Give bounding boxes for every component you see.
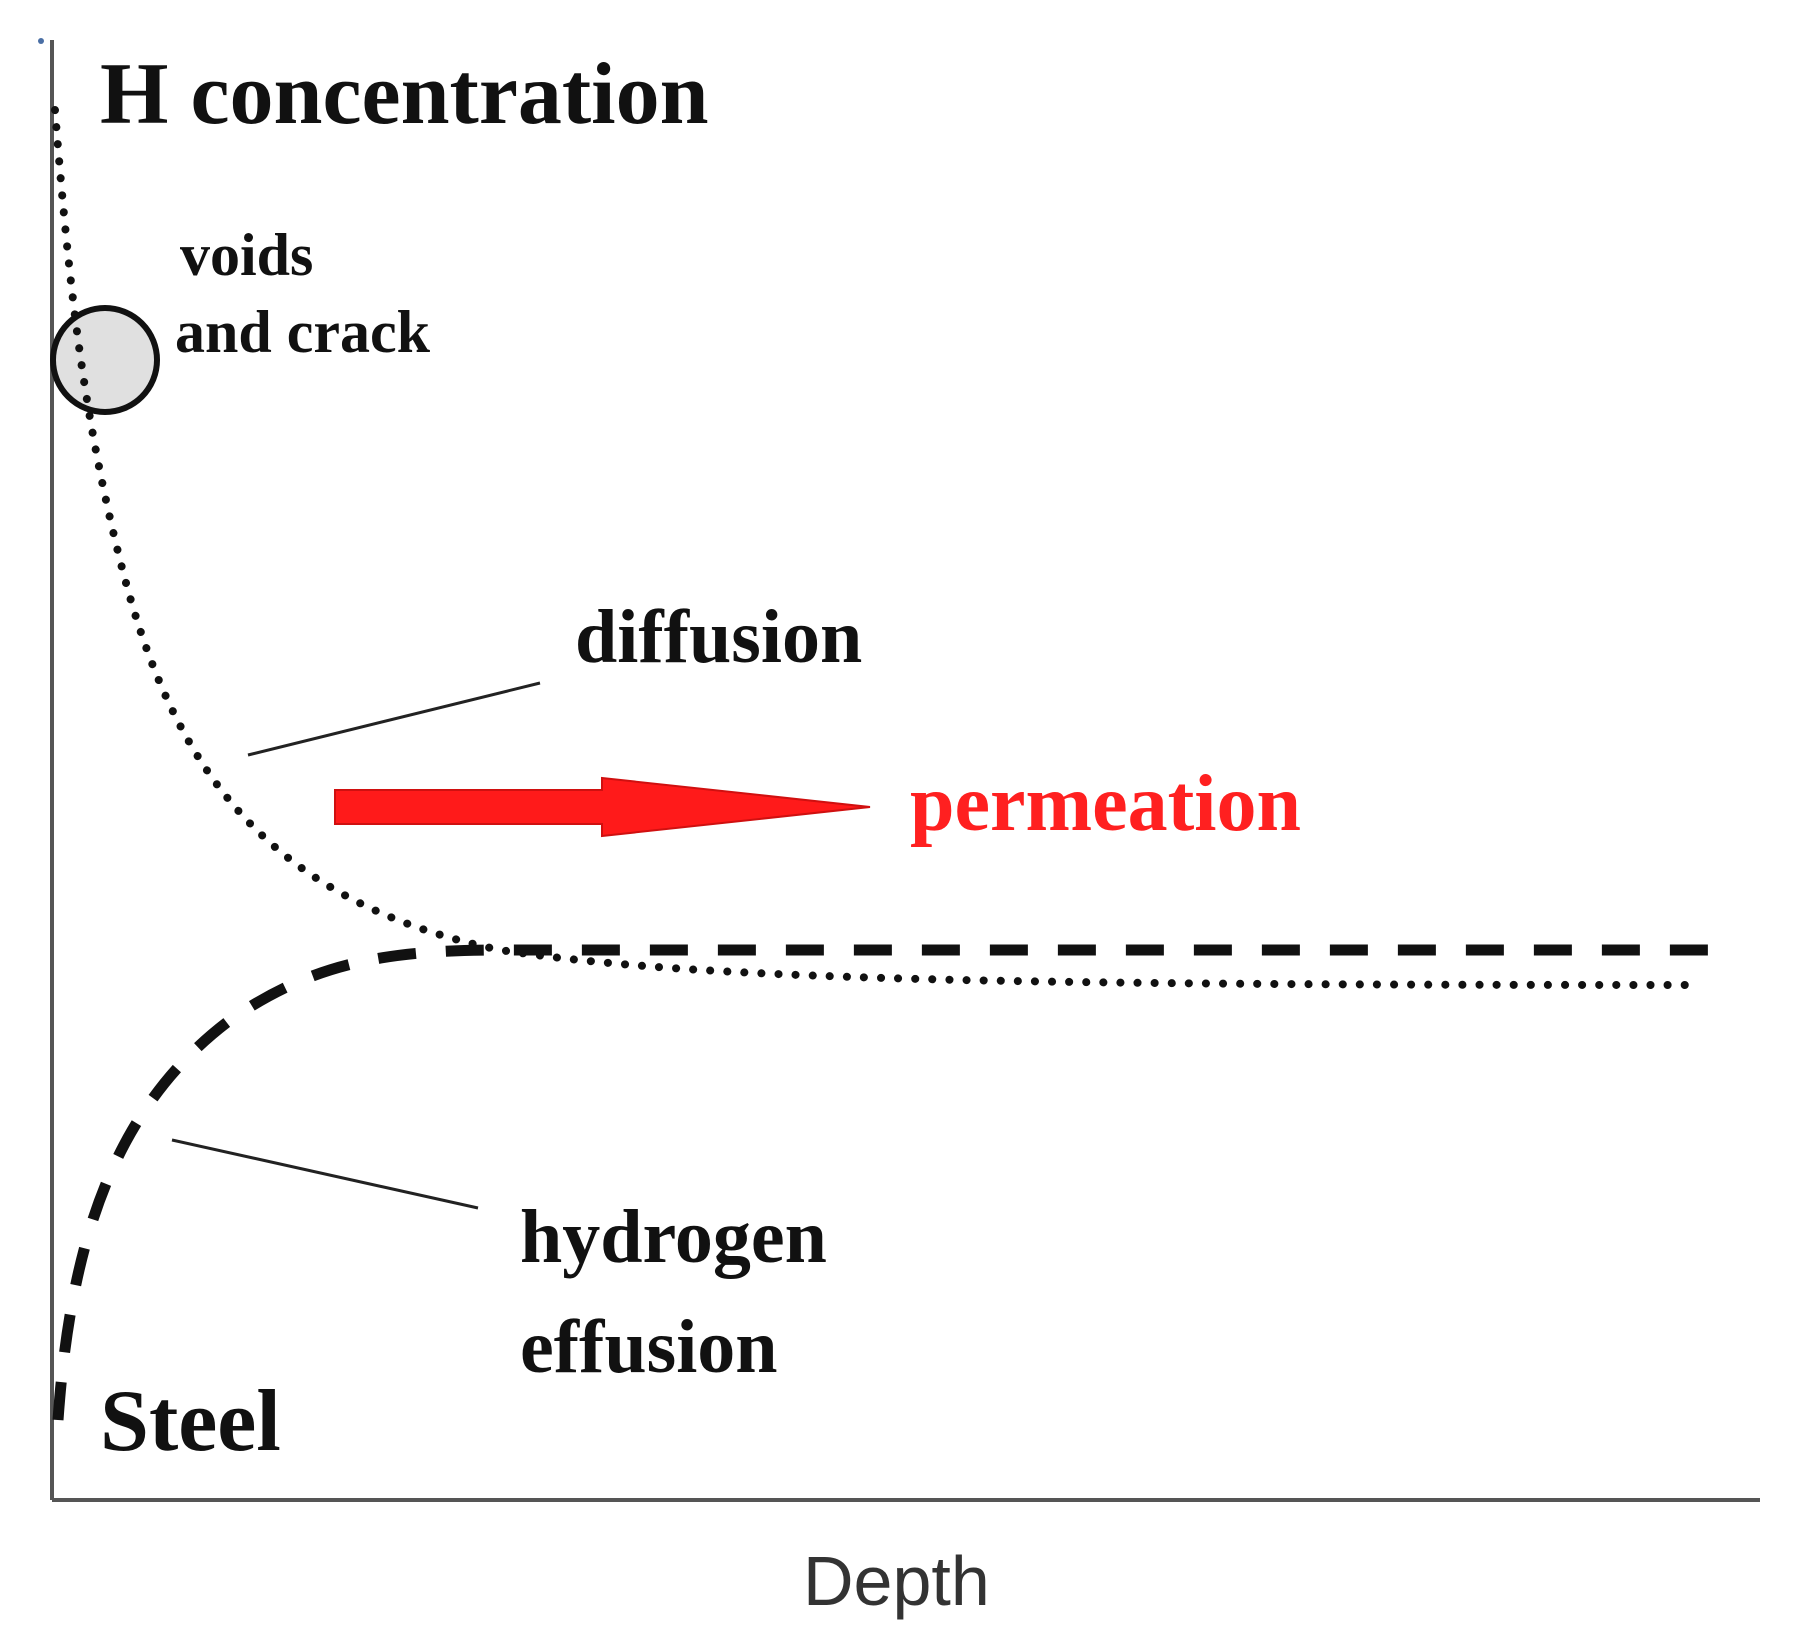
effusion-label-line2: effusion [520,1305,778,1389]
steel-label: Steel [100,1373,281,1470]
right-arrow-icon [334,776,871,838]
permeation-label: permeation [910,760,1301,848]
effusion-leader-line [171,1138,479,1210]
void-circle [50,305,160,415]
effusion-curve [52,944,1715,1421]
effusion-label-line1: hydrogen [520,1195,827,1279]
axis-origin-dot [38,38,44,44]
voids-label-line2: and crack [175,299,431,365]
diffusion-leader-line [247,681,541,757]
x-axis-label: Depth [803,1542,990,1620]
voids-label-line1: voids [180,222,313,288]
diffusion-label: diffusion [575,595,862,679]
y-axis-label: H concentration [100,46,709,143]
